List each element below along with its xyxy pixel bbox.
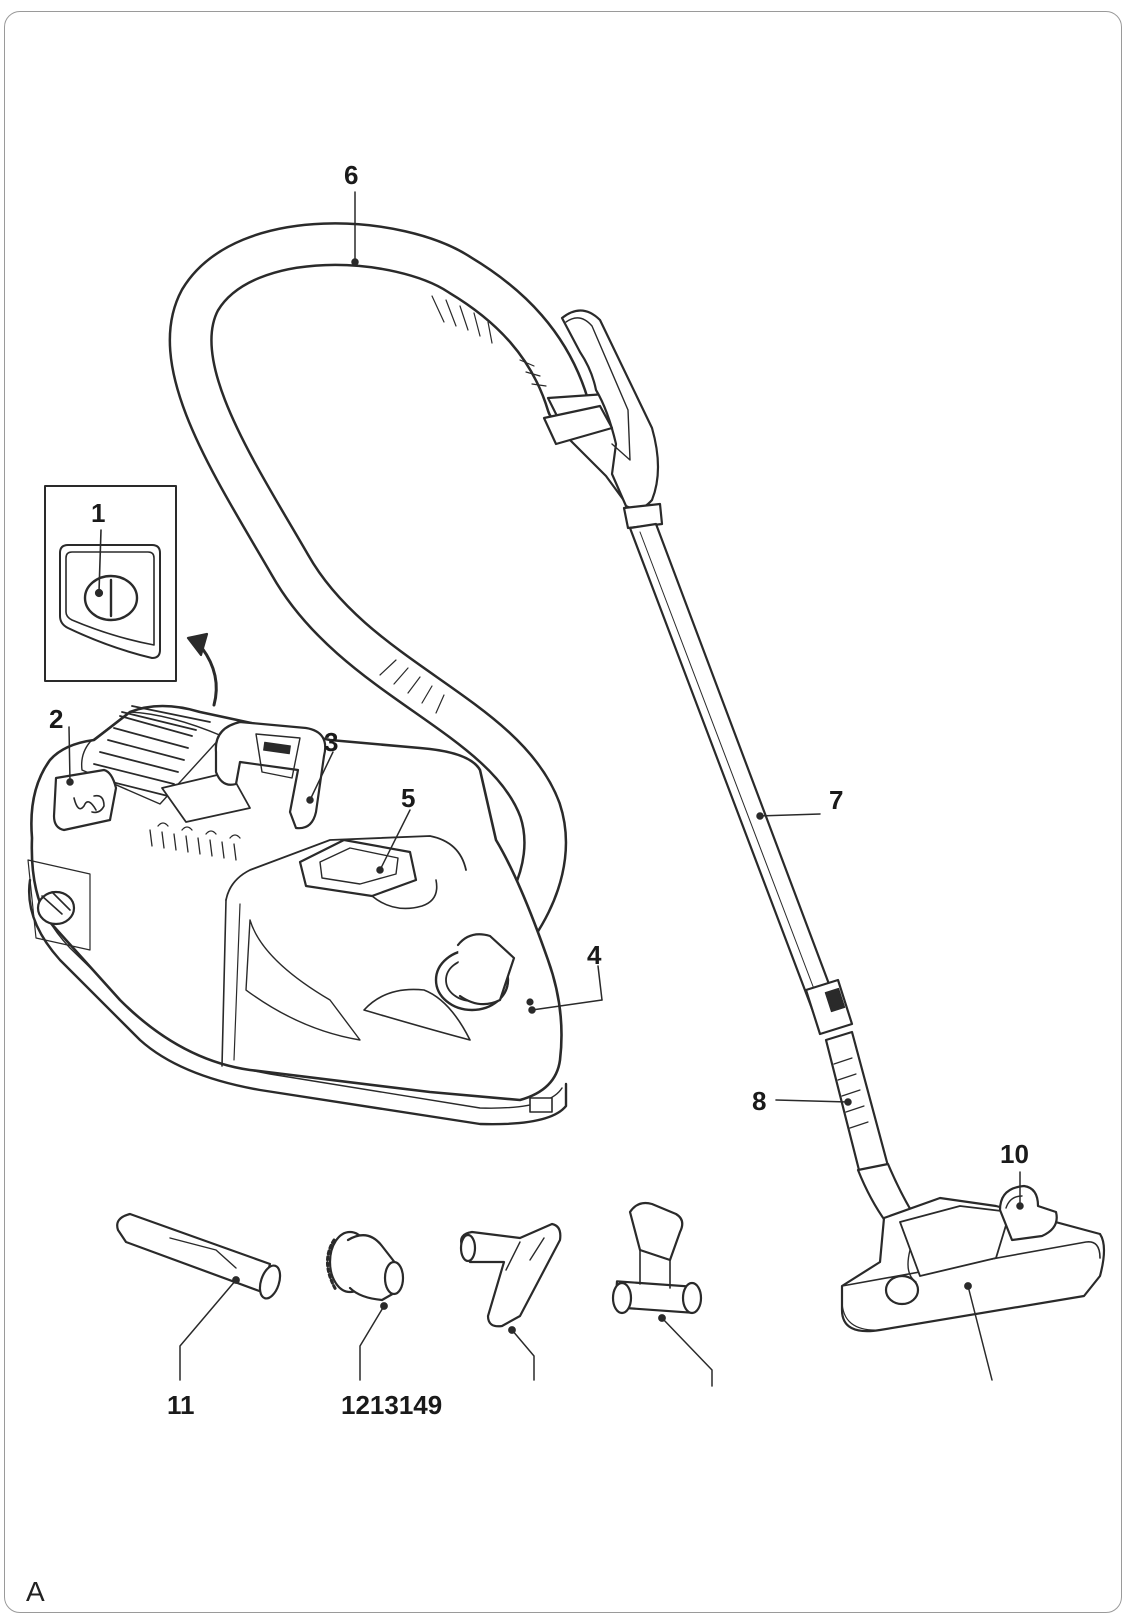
label-3: 3 bbox=[324, 727, 339, 757]
dusting-brush bbox=[326, 1230, 405, 1381]
label-6: 6 bbox=[344, 160, 359, 190]
label-2: 2 bbox=[49, 704, 64, 734]
power-switch-inset bbox=[44, 485, 218, 707]
label-7: 7 bbox=[829, 785, 844, 815]
label-5: 5 bbox=[401, 783, 416, 813]
telescopic-tube bbox=[628, 522, 914, 1224]
label-4: 4 bbox=[587, 940, 602, 970]
label-12-13-14-9: 1213149 bbox=[341, 1390, 443, 1420]
arrow-icon bbox=[186, 632, 209, 657]
hose-handle bbox=[542, 309, 664, 530]
label-10: 10 bbox=[1000, 1139, 1029, 1169]
vacuum-body bbox=[27, 704, 568, 1126]
hose-clip bbox=[611, 1201, 713, 1387]
label-11: 11 bbox=[167, 1390, 195, 1420]
power-button-icon bbox=[83, 574, 139, 622]
floor-nozzle bbox=[840, 1184, 1106, 1381]
leader-lines bbox=[66, 191, 1024, 1210]
label-8: 8 bbox=[752, 1086, 767, 1116]
page-frame bbox=[4, 11, 1122, 1613]
upholstery-nozzle bbox=[459, 1222, 562, 1381]
figure-label: A bbox=[26, 1576, 45, 1607]
crevice-tool bbox=[116, 1212, 282, 1381]
label-1: 1 bbox=[91, 498, 106, 528]
